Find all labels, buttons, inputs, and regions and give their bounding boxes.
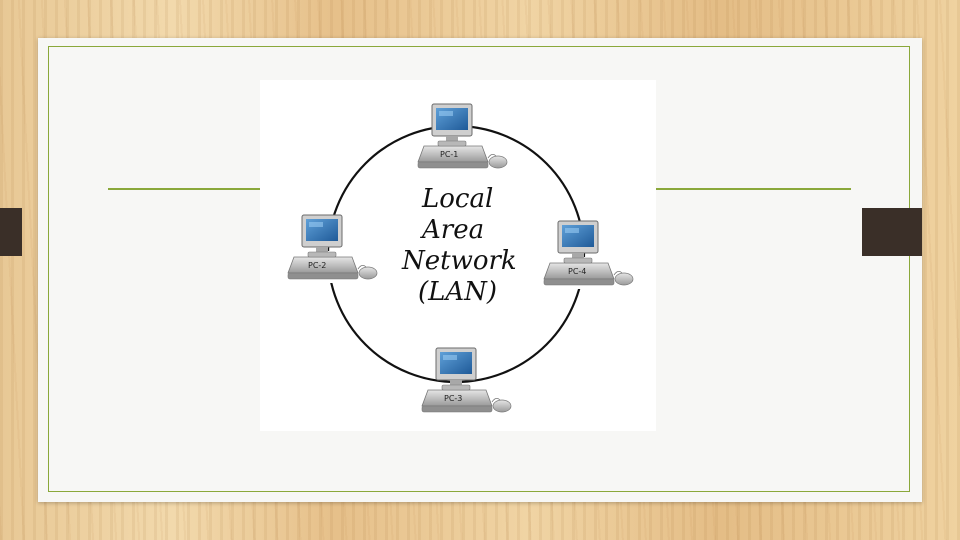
lan-ring-diagram: PC-1 PC-2 PC-3 PC-4 Local <box>260 80 656 431</box>
pc-1-node: PC-1 <box>417 103 508 172</box>
pc-4-label: PC-4 <box>568 267 586 276</box>
decorative-rule-right <box>653 188 851 190</box>
pc-2-node: PC-2 <box>287 214 378 283</box>
lan-title-line-4: (LAN) <box>418 277 497 307</box>
lan-title-line-1: Local <box>421 184 493 214</box>
lan-title: Local Area Network (LAN) <box>401 184 517 307</box>
decorative-rule-left <box>108 188 268 190</box>
lan-diagram-svg: PC-1 PC-2 PC-3 PC-4 Local <box>287 103 634 416</box>
pc-3-label: PC-3 <box>444 394 462 403</box>
decorative-tab-left <box>0 208 22 256</box>
pc-2-label: PC-2 <box>308 261 326 270</box>
pc-1-label: PC-1 <box>440 150 458 159</box>
pc-3-node: PC-3 <box>421 347 512 416</box>
decorative-tab-right <box>862 208 922 256</box>
slide-border <box>48 46 910 492</box>
lan-title-line-3: Network <box>401 246 517 276</box>
slide: PC-1 PC-2 PC-3 PC-4 Local <box>38 38 922 502</box>
lan-title-line-2: Area <box>420 215 484 245</box>
pc-4-node: PC-4 <box>543 220 634 289</box>
